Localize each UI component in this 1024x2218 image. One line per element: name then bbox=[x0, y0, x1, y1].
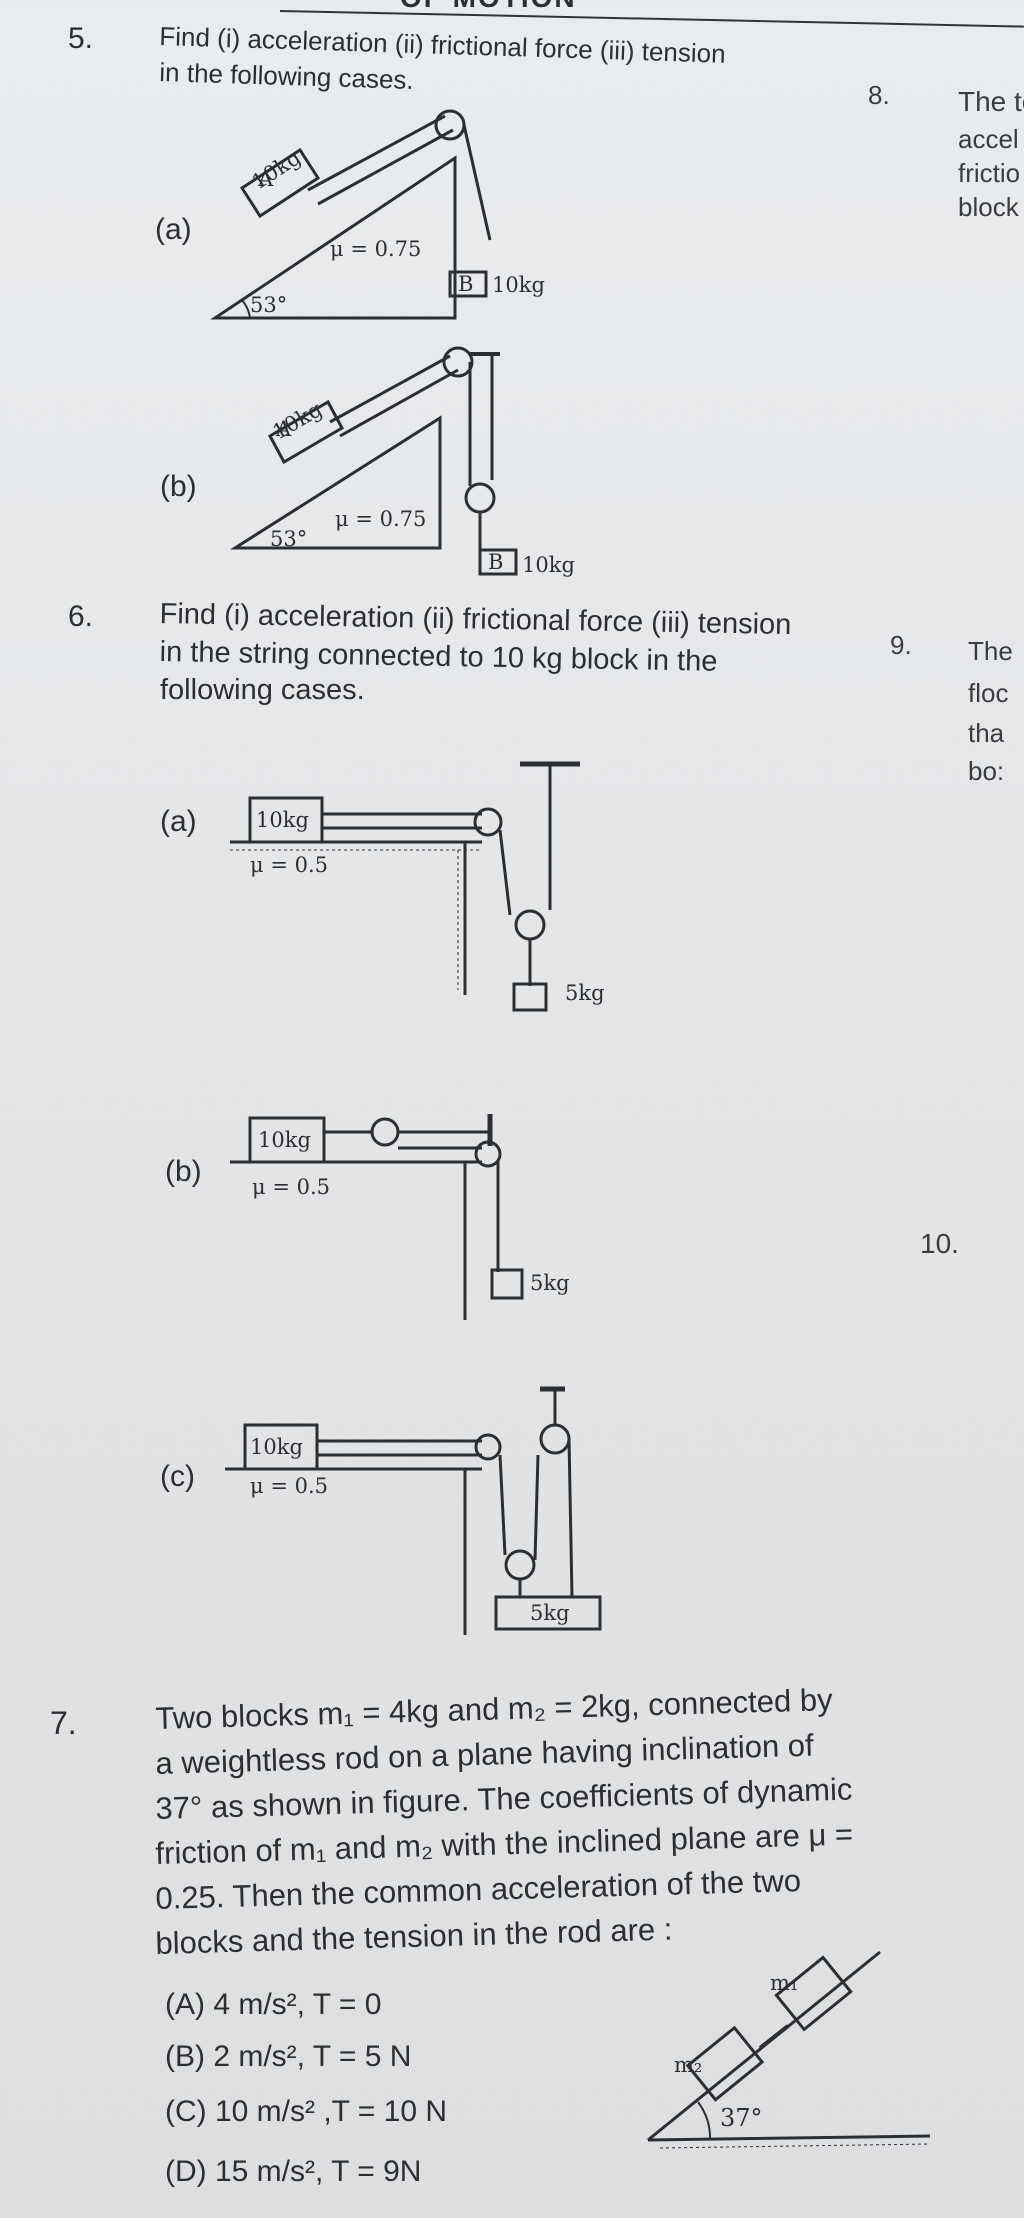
q7-angle-label: 37° bbox=[720, 2104, 763, 2132]
q6-case-a-label: (a) bbox=[160, 805, 197, 838]
q6a-figure: 10kg 5kg μ = 0.5 bbox=[230, 761, 605, 1012]
q6a-mu: μ = 0.5 bbox=[250, 853, 328, 877]
q8-line-2: accel bbox=[958, 124, 1019, 154]
q9-line-2: floc bbox=[968, 678, 1009, 708]
page-header: OF MOTION bbox=[400, 0, 577, 14]
q7-option-d: (D) 15 m/s², T = 9N bbox=[165, 2155, 422, 2188]
q5a-figure: B 10kg 10kg A μ = 0.75 53° bbox=[210, 109, 545, 320]
q6b-block-top: 10kg bbox=[258, 1128, 311, 1152]
q6a-block-top: 10kg bbox=[256, 808, 309, 832]
q9-number: 9. bbox=[890, 630, 912, 660]
q6b-mu: μ = 0.5 bbox=[252, 1175, 330, 1199]
q5a-angle: 53° bbox=[250, 293, 287, 317]
q5a-block-b-label: B bbox=[458, 272, 473, 296]
q8-line-4: block bbox=[958, 192, 1019, 222]
q6a-block-hang: 5kg bbox=[565, 981, 605, 1005]
q7-option-a: (A) 4 m/s², T = 0 bbox=[165, 1988, 382, 2021]
q7-m1-label: m₁ bbox=[770, 1971, 798, 1995]
q7-line5: 0.25. Then the common acceleration of th… bbox=[155, 1862, 802, 1916]
q7-option-b: (B) 2 m/s², T = 5 N bbox=[165, 2040, 412, 2073]
q6b-figure: 10kg 5kg μ = 0.5 bbox=[230, 1114, 570, 1320]
q7-option-c: (C) 10 m/s² ,T = 10 N bbox=[165, 2095, 448, 2128]
q6c-figure: 10kg 5kg μ = 0.5 bbox=[225, 1386, 602, 1635]
q5b-block-a-name: A bbox=[275, 417, 292, 441]
q5-text-line2: in the following cases. bbox=[158, 56, 415, 95]
q5a-block-a-mass: 10kg bbox=[248, 145, 305, 194]
q7-number: 7. bbox=[50, 1705, 77, 1741]
q8-line-3: frictio bbox=[958, 158, 1021, 188]
q6-case-b-label: (b) bbox=[165, 1155, 202, 1188]
q5b-figure: B 10kg 10kg A μ = 0.75 53° bbox=[229, 346, 575, 577]
q7-m2-label: m₂ bbox=[674, 2053, 702, 2077]
q5-case-a-label: (a) bbox=[155, 213, 192, 246]
q9-line-1: The bbox=[968, 636, 1013, 666]
q5b-angle: 53° bbox=[270, 527, 307, 551]
q6-case-c-label: (c) bbox=[160, 1460, 195, 1493]
q6c-mu: μ = 0.5 bbox=[250, 1474, 328, 1498]
q6-text-line3: following cases. bbox=[160, 674, 365, 706]
q5-number: 5. bbox=[68, 22, 94, 55]
q7-line6: blocks and the tension in the rod are : bbox=[155, 1911, 673, 1961]
q6c-block-top: 10kg bbox=[250, 1435, 303, 1459]
q8-line-1: The te bbox=[958, 86, 1024, 117]
q6b-block-hang: 5kg bbox=[530, 1271, 570, 1295]
q5-case-b-label: (b) bbox=[160, 470, 197, 503]
q5b-block-b-label: B bbox=[488, 550, 503, 574]
q6c-block-hang: 5kg bbox=[530, 1601, 570, 1625]
q5a-block-b-mass: 10kg bbox=[492, 273, 545, 297]
q5b-block-b-mass: 10kg bbox=[522, 553, 575, 577]
q7-incline-figure: m₂ m₁ 37° bbox=[647, 1950, 931, 2149]
q6-number: 6. bbox=[68, 600, 94, 633]
q5a-mu: μ = 0.75 bbox=[330, 237, 421, 261]
q9-line-4: bo: bbox=[968, 756, 1005, 786]
q9-line-3: tha bbox=[968, 718, 1005, 748]
q10-number: 10. bbox=[920, 1228, 959, 1259]
q8-number: 8. bbox=[868, 80, 890, 110]
q5a-block-a-name: A bbox=[257, 167, 274, 191]
q5b-mu: μ = 0.75 bbox=[335, 507, 426, 531]
